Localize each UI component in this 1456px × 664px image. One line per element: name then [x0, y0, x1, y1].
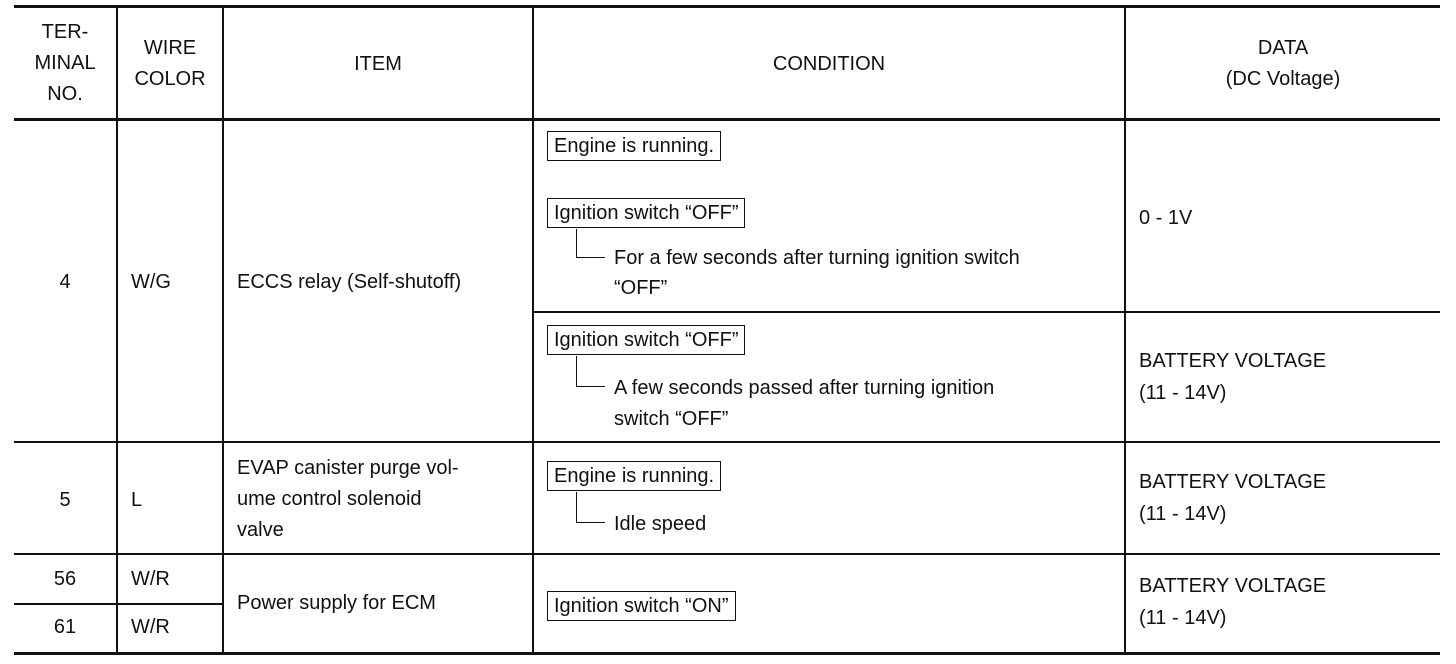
row4-split-rule: [534, 311, 1440, 313]
condition-sub-line-1: For a few seconds after turning ignition…: [614, 247, 1020, 269]
wire-color-5: L: [131, 489, 143, 511]
row4-bottom-rule: [14, 441, 1440, 443]
header-wire-color: WIRE COLOR: [134, 37, 206, 90]
wire-color-56: W/R: [131, 568, 170, 590]
data-battery-voltage: BATTERY VOLTAGE: [1139, 471, 1327, 493]
branch-connector: [576, 492, 605, 523]
condition-box-ignition-off-2: Ignition switch “OFF”: [547, 325, 746, 355]
col-divider-1: [116, 5, 118, 655]
condition-box-ignition-on: Ignition switch “ON”: [547, 591, 736, 621]
item-evap-line-1: EVAP canister purge vol-: [237, 457, 459, 479]
terminal-61: 61: [53, 616, 77, 638]
header-terminal-no: TER- MINAL NO.: [34, 21, 96, 105]
condition-box-engine-running: Engine is running.: [547, 461, 722, 491]
header-condition: CONDITION: [772, 53, 886, 75]
condition-idle-speed: Idle speed: [614, 513, 707, 535]
branch-connector: [576, 229, 605, 258]
data-voltage-range: (11 - 14V): [1139, 503, 1227, 525]
wire-color-4: W/G: [131, 271, 171, 293]
condition-box-ignition-off: Ignition switch “OFF”: [547, 198, 746, 228]
col-divider-3: [532, 5, 534, 655]
item-evap-line-2: ume control solenoid: [237, 488, 422, 510]
data-0-1v: 0 - 1V: [1139, 207, 1193, 229]
header-data: DATA (DC Voltage): [1225, 37, 1341, 90]
terminal-5: 5: [59, 489, 71, 511]
data-voltage-range: (11 - 14V): [1139, 382, 1227, 404]
terminal-4: 4: [59, 271, 71, 293]
condition-sub-line-2: “OFF”: [614, 277, 668, 299]
data-voltage-range: (11 - 14V): [1139, 607, 1227, 629]
condition-sub-line-2: switch “OFF”: [614, 408, 729, 430]
branch-connector: [576, 356, 605, 387]
data-battery-voltage: BATTERY VOLTAGE: [1139, 350, 1327, 372]
terminal-data-table: TER- MINAL NO. WIRE COLOR ITEM CONDITION…: [14, 0, 1440, 664]
header-item: ITEM: [354, 53, 402, 75]
condition-sub-line-1: A few seconds passed after turning ignit…: [614, 377, 995, 399]
wire-color-61: W/R: [131, 616, 170, 638]
item-power-supply-ecm: Power supply for ECM: [237, 592, 436, 614]
item-evap-line-3: valve: [237, 519, 284, 541]
row5-bottom-rule: [14, 553, 1440, 555]
bottom-rule: [14, 652, 1440, 655]
row56-split-rule: [14, 603, 224, 605]
header-rule: [14, 118, 1440, 121]
item-eccs-relay: ECCS relay (Self-shutoff): [237, 271, 462, 293]
condition-box-engine-running: Engine is running.: [547, 131, 722, 161]
col-divider-2: [222, 5, 224, 655]
col-divider-4: [1124, 5, 1126, 655]
data-battery-voltage: BATTERY VOLTAGE: [1139, 575, 1327, 597]
terminal-56: 56: [53, 568, 77, 590]
top-rule: [14, 5, 1440, 8]
